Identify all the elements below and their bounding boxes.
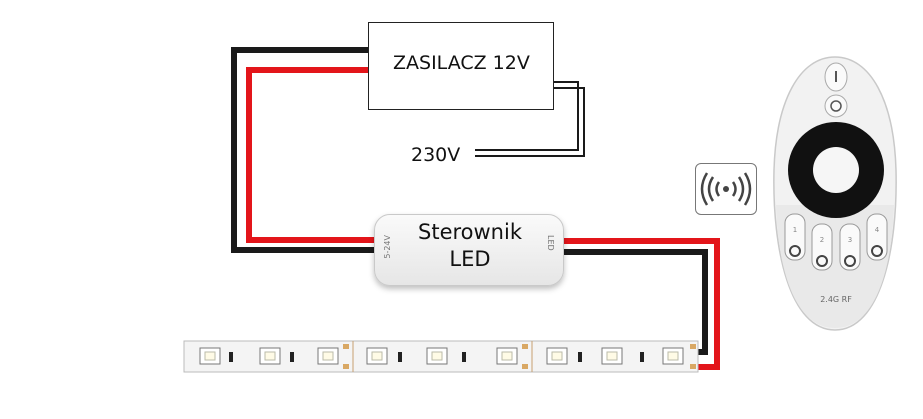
power-supply-box: ZASILACZ 12V — [368, 22, 554, 110]
led-chip — [601, 347, 623, 365]
negative-wire-controller-strip — [564, 249, 708, 355]
led-chip — [366, 347, 388, 365]
resistor — [462, 352, 466, 362]
mode-button — [824, 94, 848, 118]
wireless-signal-icon — [695, 163, 757, 215]
led-controller: 5-24V Sterownik LED LED — [374, 214, 564, 286]
resistor — [290, 352, 294, 362]
led-chip — [546, 347, 568, 365]
controller-label-line2: LED — [449, 247, 491, 271]
resistor — [578, 352, 582, 362]
mains-wire-2 — [475, 87, 585, 157]
controller-label-line1: Sterownik — [418, 220, 522, 244]
led-chip — [662, 347, 684, 365]
led-strip — [183, 340, 699, 373]
zone-button-4 — [866, 213, 888, 261]
zone-label-3: 3 — [848, 236, 852, 244]
resistor — [398, 352, 402, 362]
mains-wire-1 — [475, 81, 579, 151]
positive-wire-controller-strip — [564, 238, 720, 370]
led-chip — [426, 347, 448, 365]
zone-label-4: 4 — [875, 226, 880, 234]
led-chip — [259, 347, 281, 365]
solder-pad — [522, 344, 528, 349]
zone-button-3 — [839, 223, 861, 271]
wireless-signal-glyph — [700, 172, 752, 206]
positive-wire-psu-controller — [246, 67, 374, 243]
zone-label-1: 1 — [793, 226, 797, 234]
zone-label-2: 2 — [820, 236, 824, 244]
solder-pad — [690, 364, 696, 369]
power-supply-label: ZASILACZ 12V — [393, 52, 530, 74]
controller-output-marking: LED — [546, 235, 555, 251]
zone-button-2 — [811, 223, 833, 271]
zone-button-1 — [784, 213, 806, 261]
solder-pad — [522, 364, 528, 369]
led-chip — [496, 347, 518, 365]
resistor — [229, 352, 233, 362]
mains-voltage-label: 230V — [411, 144, 461, 166]
resistor — [640, 352, 644, 362]
solder-pad — [690, 344, 696, 349]
touch-wheel-center — [813, 147, 859, 193]
solder-pad — [343, 344, 349, 349]
led-chip — [317, 347, 339, 365]
negative-wire-psu-controller — [231, 47, 374, 253]
mode-button-dot — [830, 100, 842, 112]
remote-control: 1 2 3 4 2.4G RF — [773, 56, 897, 331]
led-chip — [199, 347, 221, 365]
remote-brand-label: 2.4G RF — [820, 295, 852, 304]
solder-pad — [343, 364, 349, 369]
controller-label: Sterownik LED — [375, 219, 565, 273]
